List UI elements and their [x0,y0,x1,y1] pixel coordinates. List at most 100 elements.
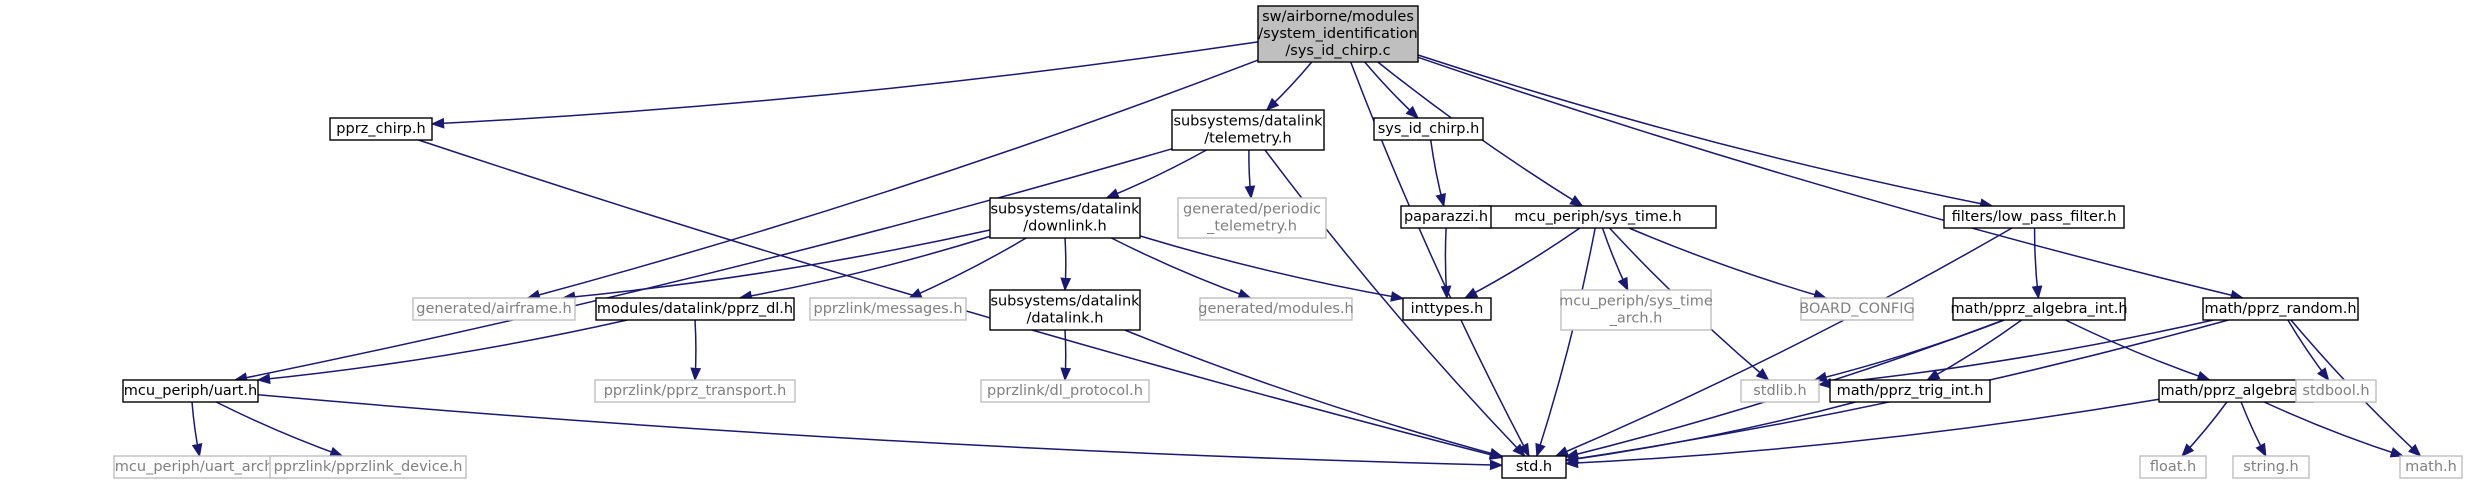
edge-downlink-to-datalink [1060,237,1072,292]
node-box [989,289,1141,331]
node-label: inttypes.h [1411,301,1484,317]
edge-pprz_dl-to-uart [256,319,628,385]
edge-root-to-std [1349,61,1530,458]
node-label: filters/low_pass_filter.h [1952,209,2117,225]
node-label: BOARD_CONFIG [1799,301,1915,317]
node-label: sys_id_chirp.h [1378,121,1480,137]
node-label: math/pprz_random.h [2204,301,2356,317]
edge-uart-to-pprzlink_device [215,401,344,457]
node-box [1800,297,1914,321]
node-label: /datalink.h [1027,311,1104,327]
node-label: float.h [2150,459,2196,475]
node-label: modules/datalink/pprz_dl.h [597,301,793,317]
node-airframe: generated/airframe.h [412,297,576,321]
node-label: /telemetry.h [1204,131,1291,147]
edge-uart-to-std [257,394,1504,471]
node-stdbool: stdbool.h [2295,379,2377,403]
node-telemetry[interactable]: subsystems/datalink/telemetry.h [1171,109,1325,151]
node-uart[interactable]: mcu_periph/uart.h [122,379,259,403]
node-low-pass[interactable]: filters/low_pass_filter.h [1943,205,2125,229]
node-trig-int[interactable]: math/pprz_trig_int.h [1829,379,1991,403]
node-periodic: generated/periodic_telemetry.h [1177,197,1327,239]
node-box [1177,197,1327,239]
edge-root-to-pprz_random [1417,56,2245,301]
edge-sys_time-to-sys_time_arch [1601,227,1629,292]
node-label: mcu_periph/sys_time [1559,294,1713,310]
node-pprz-transport: pprzlink/pprz_transport.h [594,379,796,403]
node-pprz-dl[interactable]: modules/datalink/pprz_dl.h [595,297,795,321]
node-label: subsystems/datalink [990,202,1140,218]
node-uart-arch: mcu_periph/uart_arch.h [113,455,289,479]
node-label: mcu_periph/uart.h [124,383,257,399]
edge-sys_time-to-std [1535,227,1596,458]
node-std[interactable]: std.h [1501,455,1567,479]
node-sys-time[interactable]: mcu_periph/sys_time.h [1479,205,1717,229]
node-paparazzi[interactable]: paparazzi.h [1400,205,1492,229]
node-string: string.h [2232,455,2310,479]
node-label: _telemetry.h [1206,219,1297,235]
node-box [2295,379,2377,403]
node-inttypes[interactable]: inttypes.h [1402,297,1492,321]
node-label: std.h [1516,459,1552,475]
edge-root-to-pprz_chirp [430,41,1259,129]
node-label: mcu_periph/sys_time.h [1514,209,1681,225]
node-datalink[interactable]: subsystems/datalink/datalink.h [989,289,1141,331]
node-label: generated/periodic [1183,202,1321,218]
node-label: paparazzi.h [1404,209,1488,225]
node-label: math.h [2405,459,2457,475]
node-dl-protocol: pprzlink/dl_protocol.h [980,379,1150,403]
node-label: /downlink.h [1023,219,1106,235]
node-math: math.h [2399,455,2463,479]
node-modules: generated/modules.h [1198,297,1354,321]
node-root[interactable]: sw/airborne/modules/system_identificatio… [1257,5,1419,63]
edge-telemetry-to-uart [233,148,1173,383]
node-downlink[interactable]: subsystems/datalink/downlink.h [989,197,1141,239]
node-label: stdbool.h [2302,383,2369,399]
node-label: /sys_id_chirp.c [1285,43,1390,59]
node-box [412,297,576,321]
node-algebra-int[interactable]: math/pprz_algebra_int.h [1950,297,2128,321]
edge-sys_time-to-inttypes [1463,227,1581,299]
node-box [1943,205,2125,229]
node-box [1171,109,1325,151]
edge-datalink-to-std [1124,329,1504,459]
node-box [1400,205,1492,229]
edge-low_pass-to-algebra_int [2031,227,2043,300]
node-board-config: BOARD_CONFIG [1799,297,1915,321]
node-box [1373,117,1484,141]
node-messages: pprzlink/messages.h [809,297,967,321]
edge-telemetry-to-downlink [1105,149,1207,199]
edge-downlink-to-messages [908,237,1027,299]
node-box [1402,297,1492,321]
node-box [1199,297,1353,321]
edge-pprz_random-to-stdlib [1817,319,2214,389]
edge-downlink-to-modules [1111,237,1252,299]
node-sys-id-chirp-h[interactable]: sys_id_chirp.h [1373,117,1484,141]
node-sys-time-arch: mcu_periph/sys_time_arch.h [1559,289,1713,331]
node-pprzlink-device: pprzlink/pprzlink_device.h [269,455,467,479]
node-pprz-chirp[interactable]: pprz_chirp.h [329,117,433,141]
node-box [980,379,1150,403]
node-label: stdlib.h [1753,383,1807,399]
edge-telemetry-to-std [1264,149,1526,457]
edge-paparazzi-to-inttypes [1440,227,1452,300]
edge-pprz_random-to-stdbool [2287,319,2330,382]
node-label: sw/airborne/modules [1262,9,1414,25]
node-label: math/pprz_algebra.h [2161,383,2312,399]
node-label: subsystems/datalink [990,294,1140,310]
node-pprz-random[interactable]: math/pprz_random.h [2202,297,2359,321]
node-label: math/pprz_trig_int.h [1837,383,1984,399]
edge-algebra_int-to-algebra [2065,319,2211,382]
node-box [329,117,433,141]
edge-sys_time-to-board_config [1628,227,1828,300]
edge-algebra-to-string [2240,401,2267,458]
node-label: pprz_chirp.h [336,121,425,137]
node-label: _arch.h [1609,311,1663,327]
node-box [1829,379,1991,403]
node-box [2202,297,2359,321]
node-algebra[interactable]: math/pprz_algebra.h [2158,379,2314,403]
node-box [1257,5,1419,63]
edge-downlink-to-pprz_dl [738,235,991,302]
node-box [2232,455,2310,479]
